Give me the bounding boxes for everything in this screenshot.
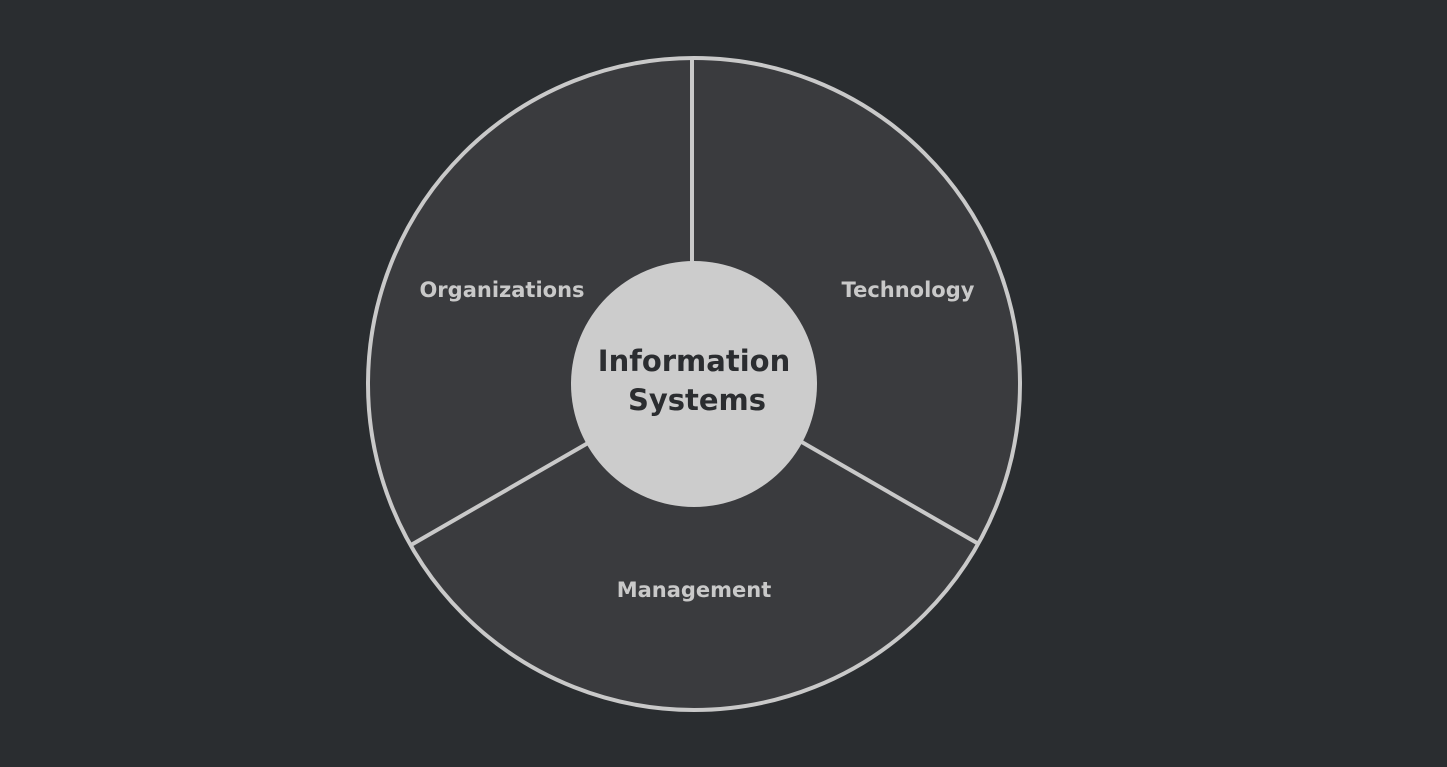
center-label-line2: Systems [628, 383, 766, 417]
center-hub [571, 261, 817, 507]
divider-lower-right [799, 439, 978, 545]
segment-label-management: Management [617, 578, 772, 602]
outer-rim [366, 56, 1022, 712]
center-label-line1: Information [598, 344, 790, 378]
segment-label-organizations: Organizations [419, 278, 584, 302]
divider-lower-left [410, 441, 589, 547]
segment-label-technology: Technology [842, 278, 975, 302]
